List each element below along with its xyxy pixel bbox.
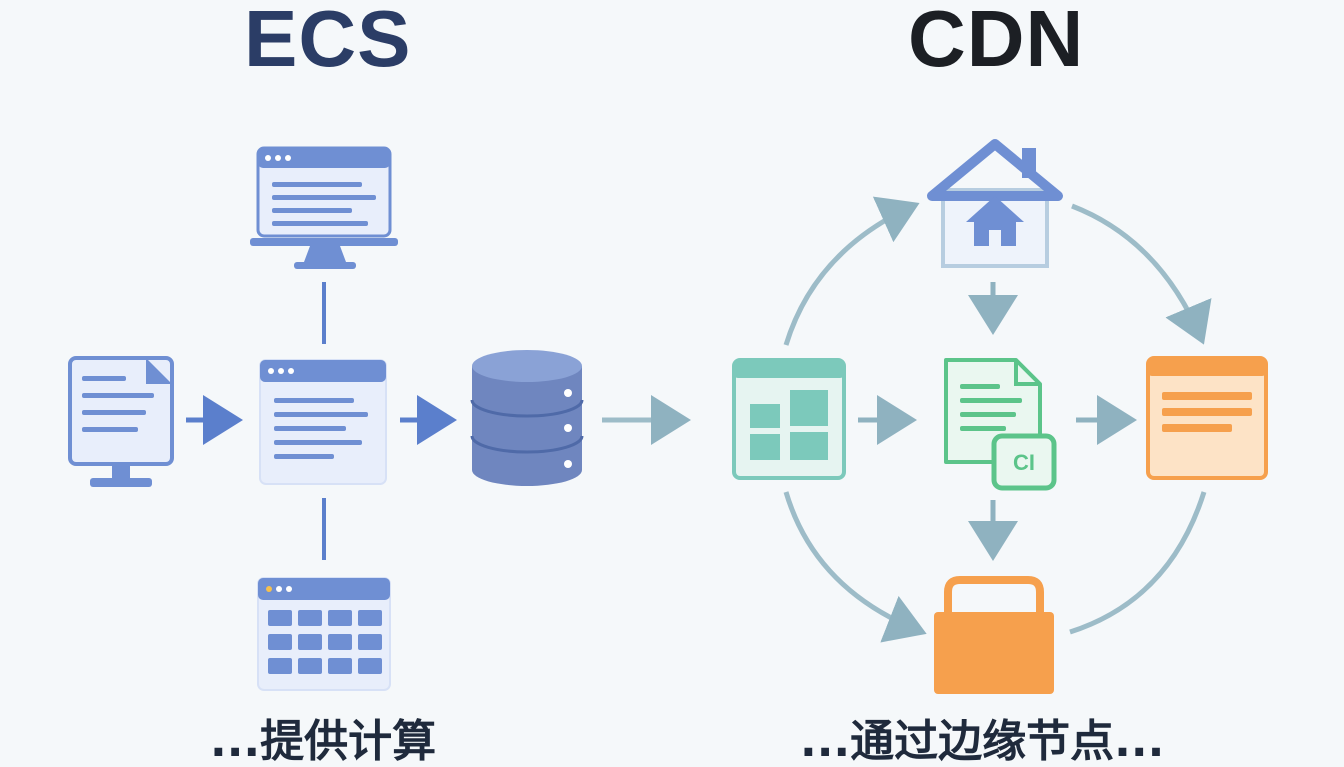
arc-top-right	[1071, 203, 1212, 345]
grid-panel-icon	[732, 358, 846, 480]
cdn-title: CDN	[908, 0, 1085, 83]
house-origin-icon	[927, 139, 1063, 268]
monitor-window-icon	[250, 146, 398, 269]
cdn-caption: ...通过边缘节点...	[800, 716, 1165, 767]
svg-text:CI: CI	[1013, 450, 1035, 475]
calendar-grid-window-icon	[257, 577, 391, 691]
web-server-window-icon	[259, 359, 387, 485]
arc-top-left	[783, 196, 920, 346]
arc-bottom-right	[1069, 491, 1207, 635]
ecs-title: ECS	[244, 0, 412, 83]
database-icon	[470, 350, 584, 486]
orange-panel-icon	[1146, 356, 1268, 480]
diagram-canvas: CI	[68, 139, 1268, 694]
client-monitor-icon	[68, 356, 174, 487]
ci-document-icon: CI	[944, 358, 1057, 491]
arc-bottom-left	[783, 491, 927, 643]
ecs-caption: ...提供计算	[210, 716, 437, 767]
architecture-diagram: ECS CDN	[68, 0, 1268, 764]
orange-briefcase-icon	[934, 576, 1054, 694]
